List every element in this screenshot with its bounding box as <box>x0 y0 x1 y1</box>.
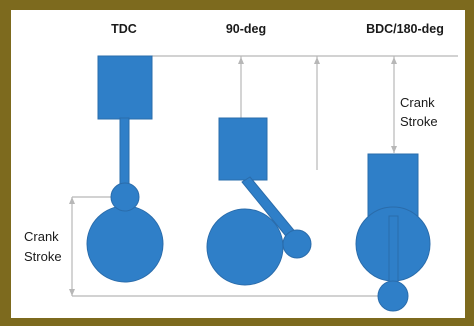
label-90-deg: 90-deg <box>226 22 266 36</box>
tdc-crank-pin <box>110 182 140 212</box>
right-stroke-label: Stroke <box>400 114 438 129</box>
label-bdc-180-deg: BDC/180-deg <box>366 22 444 36</box>
right-arrowhead-up <box>391 57 397 64</box>
bdc-assembly <box>355 153 431 312</box>
right-crank-label: Crank <box>400 95 435 110</box>
arrowheads <box>69 57 397 296</box>
ninety-deg-piston <box>218 117 268 181</box>
ninety-deg-crank-wheel <box>206 208 284 286</box>
tdc-crank-wheel <box>86 205 164 283</box>
bdc-connecting-rod <box>388 215 399 287</box>
ninety-deg-assembly <box>206 117 312 286</box>
tdc-connecting-rod <box>119 117 130 191</box>
left-crank-label: Crank <box>24 229 59 244</box>
reference-arrowhead-up <box>314 57 320 64</box>
ninety-deg-crank-pin <box>282 229 312 259</box>
label-tdc: TDC <box>111 22 137 36</box>
left-arrowhead-up <box>69 197 75 204</box>
mid-arrowhead-up <box>238 57 244 64</box>
right-arrowhead-down <box>391 146 397 153</box>
left-stroke-label: Stroke <box>24 249 62 264</box>
bdc-crank-pin <box>377 280 409 312</box>
tdc-piston <box>97 55 153 120</box>
left-arrowhead-down <box>69 289 75 296</box>
reference-lines <box>71 55 458 297</box>
tdc-assembly <box>86 55 164 283</box>
